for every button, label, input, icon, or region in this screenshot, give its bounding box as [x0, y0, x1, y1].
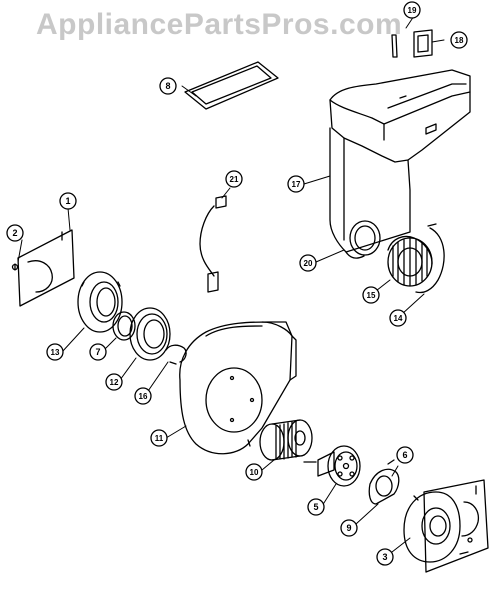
callout-circle — [89, 343, 107, 361]
part-flex-duct — [387, 235, 433, 287]
callout-circle — [450, 31, 468, 49]
callout-1: 1 — [59, 192, 77, 210]
watermark: AppliancePartsPros.com — [36, 8, 403, 41]
callout-5: 5 — [307, 498, 325, 516]
callout-14: 14 — [389, 309, 407, 327]
callout-label: 16 — [139, 392, 148, 401]
callout-label: 18 — [455, 36, 464, 45]
part-small-bracket — [391, 29, 433, 58]
part-ring-plate — [129, 307, 171, 361]
callout-label: 5 — [313, 502, 318, 512]
callout-label: 7 — [95, 347, 100, 357]
callout-circle — [389, 309, 407, 327]
callout-label: 17 — [292, 180, 301, 189]
part-blower-wheel — [259, 419, 313, 461]
callout-label: 20 — [304, 259, 313, 268]
callout-circle — [150, 429, 168, 447]
callout-9: 9 — [340, 519, 358, 537]
callout-label: 12 — [110, 378, 119, 387]
callout-label: 14 — [394, 314, 403, 323]
callout-label: 15 — [367, 291, 376, 300]
callout-label: 11 — [155, 434, 164, 443]
part-wire-clamp — [415, 223, 445, 294]
part-motor-mount — [368, 459, 400, 505]
callout-circle — [225, 170, 243, 188]
callout-circle — [403, 1, 421, 19]
callout-circle — [396, 446, 414, 464]
callout-17: 17 — [287, 175, 305, 193]
callout-circle — [105, 373, 123, 391]
callout-circle — [362, 286, 380, 304]
callout-21: 21 — [225, 170, 243, 188]
callout-label: 19 — [408, 6, 417, 15]
part-wire-harness — [199, 195, 227, 293]
callout-label: 1 — [65, 196, 70, 206]
callout-11: 11 — [150, 429, 168, 447]
callout-20: 20 — [299, 254, 317, 272]
callout-label: 9 — [346, 523, 351, 533]
callout-7: 7 — [89, 343, 107, 361]
callout-12: 12 — [105, 373, 123, 391]
part-blower-scroll — [179, 321, 297, 455]
callout-15: 15 — [362, 286, 380, 304]
callout-2: 2 — [6, 224, 24, 242]
callout-6: 6 — [396, 446, 414, 464]
callout-circle — [59, 192, 77, 210]
part-left-plate — [17, 229, 75, 307]
part-filter-pad — [184, 61, 279, 110]
part-gasket-ring — [112, 311, 136, 341]
part-screw — [11, 263, 19, 271]
callout-circle — [307, 498, 325, 516]
callout-circle — [287, 175, 305, 193]
part-motor — [303, 445, 361, 487]
part-retaining-clip — [165, 344, 187, 365]
part-upper-housing — [329, 69, 471, 259]
callout-label: 3 — [382, 552, 387, 562]
part-right-plate — [423, 479, 489, 573]
callout-18: 18 — [450, 31, 468, 49]
callout-label: 8 — [165, 81, 170, 91]
callout-circle — [6, 224, 24, 242]
part-motor-plate — [403, 491, 461, 563]
callout-circle — [376, 548, 394, 566]
callout-10: 10 — [245, 463, 263, 481]
callout-circle — [340, 519, 358, 537]
callout-label: 6 — [402, 450, 407, 460]
callout-16: 16 — [134, 387, 152, 405]
callout-label: 13 — [51, 348, 60, 357]
callout-circle — [299, 254, 317, 272]
callout-label: 2 — [12, 228, 17, 238]
callout-circle — [245, 463, 263, 481]
callout-13: 13 — [46, 343, 64, 361]
callout-3: 3 — [376, 548, 394, 566]
callout-circle — [159, 77, 177, 95]
callout-circle — [46, 343, 64, 361]
callout-circle — [134, 387, 152, 405]
part-inlet-flange — [77, 271, 123, 333]
callout-label: 10 — [250, 468, 259, 477]
callout-19: 19 — [403, 1, 421, 19]
callout-label: 21 — [230, 175, 239, 184]
callout-8: 8 — [159, 77, 177, 95]
